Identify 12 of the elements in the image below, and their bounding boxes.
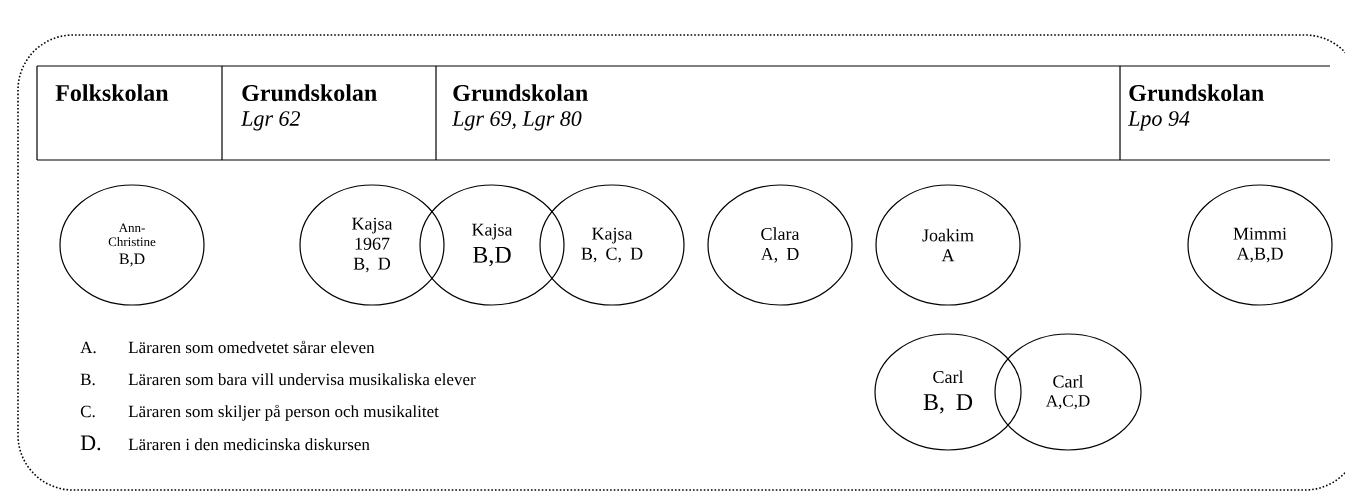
table-header-cell: Grundskolan Lgr 69, Lgr 80 bbox=[451, 84, 588, 131]
list-marker: B. bbox=[80, 373, 95, 386]
table-header-cell: Grundskolan Lpo 94 bbox=[1127, 84, 1264, 131]
list-marker: D. bbox=[80, 435, 101, 451]
list-marker: C. bbox=[80, 405, 95, 418]
table-header-cell: Grundskolan Lgr 62 bbox=[240, 84, 377, 131]
list-item: Läraren i den medicinska diskursen bbox=[128, 438, 370, 451]
list-marker: A. bbox=[80, 341, 96, 354]
table-header-cell: Folkskolan bbox=[55, 84, 169, 102]
list-item: Läraren som bara vill undervisa musikaliska elever bbox=[128, 373, 476, 386]
list-item: Läraren som skiljer på person och musikalitet bbox=[128, 404, 439, 421]
list-item: Läraren som omedvetet sårar eleven bbox=[128, 340, 375, 354]
